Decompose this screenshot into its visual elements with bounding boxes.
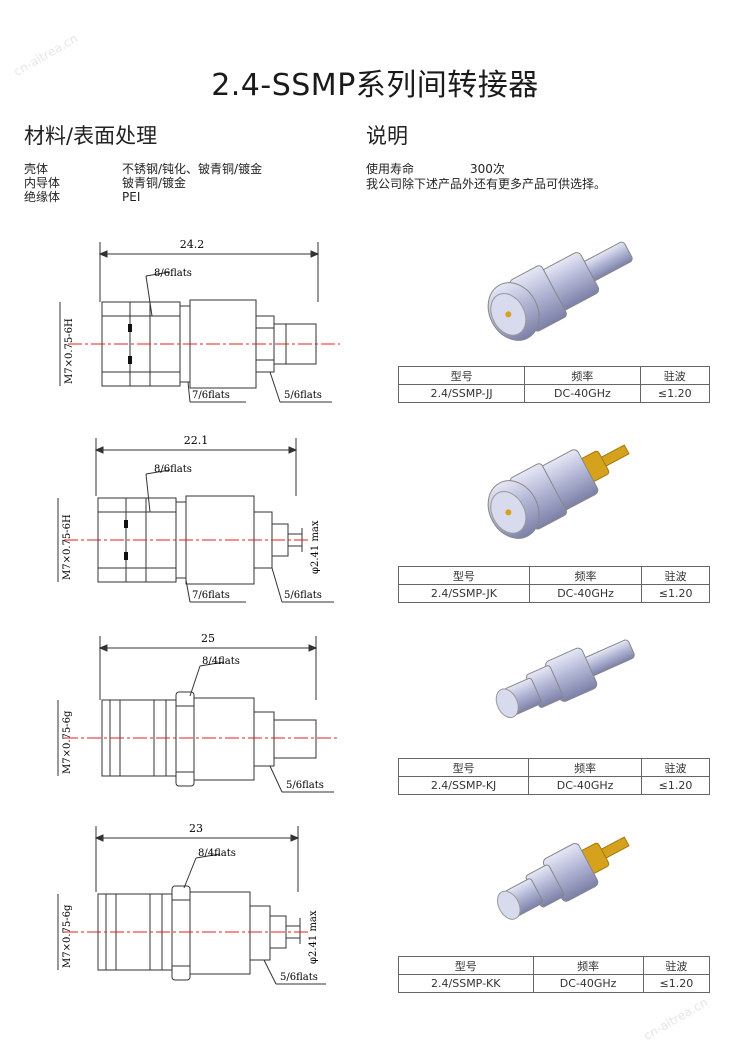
materials-label: 壳体 xyxy=(24,162,49,176)
materials-row: 壳体 不锈钢/钝化、铍青铜/镀金 xyxy=(24,162,262,176)
dim-length: 23 xyxy=(189,822,203,835)
table-header: 型号 xyxy=(398,566,530,585)
table-header: 频率 xyxy=(532,956,644,975)
photo-jj xyxy=(487,241,633,341)
description-note: 我公司除下述产品外还有更多产品可供选择。 xyxy=(366,177,607,191)
table-cell-model: 2.4/SSMP-JJ xyxy=(397,384,526,403)
table-cell-freq: DC-40GHz xyxy=(528,584,643,603)
photo-kj xyxy=(495,639,635,719)
table-header: 频率 xyxy=(528,758,643,777)
watermark: cn-aitrea.cn xyxy=(641,995,711,1043)
table-cell-model: 2.4/SSMP-JK xyxy=(398,584,530,603)
drawing-kk: 23 8/4flats 5/6flats M7×0.75-6g φ2.41 ma… xyxy=(57,822,326,985)
table-cell-vswr: ≤1.20 xyxy=(639,384,711,403)
table-cell-freq: DC-40GHz xyxy=(532,974,644,993)
materials-heading: 材料/表面处理 xyxy=(24,124,158,148)
description-heading: 说明 xyxy=(366,124,408,148)
drawing-jj: 24.2 8/6flats 7/6flats 5/6flats M7×0.75-… xyxy=(59,238,340,403)
table-header: 驻波 xyxy=(641,566,710,585)
dim-length: 22.1 xyxy=(184,434,209,447)
dim-thread: M7×0.75-6H xyxy=(64,318,75,384)
life-value: 300次 xyxy=(470,162,505,176)
photo-jk xyxy=(487,444,630,539)
materials-label: 绝缘体 xyxy=(24,190,61,204)
dim-length: 24.2 xyxy=(180,238,205,251)
drawing-jk: 22.1 8/6flats 7/6flats 5/6flats M7×0.75-… xyxy=(57,434,334,603)
table-cell-vswr: ≤1.20 xyxy=(642,974,711,993)
table-header: 型号 xyxy=(398,956,534,975)
dim-thread: M7×0.75-6g xyxy=(62,904,73,968)
table-cell-freq: DC-40GHz xyxy=(528,776,643,795)
table-header: 驻波 xyxy=(642,956,711,975)
dim-hex3: 5/6flats xyxy=(284,390,322,401)
dim-hex1: 8/6flats xyxy=(154,464,192,475)
dim-hex3: 5/6flats xyxy=(284,590,322,601)
table-header: 型号 xyxy=(397,366,526,385)
life-label: 使用寿命 xyxy=(366,162,415,176)
table-cell-model: 2.4/SSMP-KJ xyxy=(397,776,530,795)
table-cell-model: 2.4/SSMP-KK xyxy=(398,974,534,993)
materials-list: 壳体 不锈钢/钝化、铍青铜/镀金 内导体 铍青铜/镀金 绝缘体 PEI xyxy=(24,162,262,204)
page-title: 2.4-SSMP系列间转接器 xyxy=(211,68,539,103)
photo-kk xyxy=(496,836,630,920)
dim-hex1: 8/4flats xyxy=(202,656,240,667)
dim-hex3: 5/6flats xyxy=(286,780,324,791)
dim-hex1: 8/4flats xyxy=(198,848,236,859)
dim-pin: φ2.41 max xyxy=(310,520,321,574)
dim-length: 25 xyxy=(201,632,215,645)
dim-hex1: 8/6flats xyxy=(154,268,192,279)
table-cell-freq: DC-40GHz xyxy=(524,384,641,403)
materials-label: 内导体 xyxy=(24,176,61,190)
table-cell-vswr: ≤1.20 xyxy=(641,584,710,603)
materials-value: 铍青铜/镀金 xyxy=(122,176,187,190)
materials-value: 不锈钢/钝化、铍青铜/镀金 xyxy=(122,162,263,176)
table-header: 频率 xyxy=(528,566,643,585)
table-header: 频率 xyxy=(524,366,641,385)
dim-hex2: 7/6flats xyxy=(192,590,230,601)
description-block: 使用寿命 300次 我公司除下述产品外还有更多产品可供选择。 xyxy=(366,162,606,192)
table-header: 型号 xyxy=(397,758,530,777)
materials-value: PEI xyxy=(122,190,141,204)
dim-hex2: 7/6flats xyxy=(192,390,230,401)
dim-hex3: 5/6flats xyxy=(280,972,318,983)
dim-thread: M7×0.75-6g xyxy=(62,710,73,774)
table-header: 驻波 xyxy=(641,758,710,777)
materials-row: 内导体 铍青铜/镀金 xyxy=(24,176,262,190)
dim-thread: M7×0.75-6H xyxy=(62,514,73,580)
drawing-kj: 25 8/4flats 5/6flats M7×0.75-6g xyxy=(57,632,338,793)
table-header: 驻波 xyxy=(639,366,711,385)
materials-row: 绝缘体 PEI xyxy=(24,190,262,204)
table-cell-vswr: ≤1.20 xyxy=(641,776,710,795)
dim-pin: φ2.41 max xyxy=(308,910,319,964)
